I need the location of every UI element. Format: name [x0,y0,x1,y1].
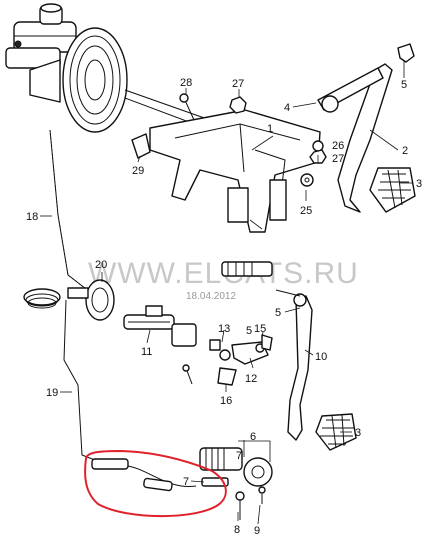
hydraulic-line-19 [63,299,101,463]
leader-lines [40,60,413,525]
washer-9 [258,486,266,504]
part-labels: 1 2 3 3 4 5 5 5 6 7 7 8 9 10 11 12 13 15… [26,77,422,537]
part-label-7-lower: 7 [183,476,189,488]
part-label-3-top: 3 [416,178,422,190]
clip-15 [261,334,273,351]
part-label-7-upper: 7 [236,450,242,462]
part-label-3-bottom: 3 [355,427,361,439]
brake-pedal [317,63,393,213]
bracket-16 [217,367,237,386]
master-cylinder-11 [123,305,197,347]
part-label-16: 16 [220,395,232,407]
part-label-10: 10 [315,351,327,363]
part-label-4: 4 [284,102,290,114]
hose-highlight [84,449,227,518]
nut-27-top [229,96,247,114]
bolt-9-upper [182,364,193,385]
part-label-5-clip: 5 [246,325,252,337]
clip-5-top [397,43,415,63]
clutch-pedal-pad [315,413,357,451]
hydraulic-line-18 [49,129,91,293]
spring-washer-25 [300,173,314,187]
bracket-12 [231,341,269,365]
part-label-12: 12 [245,373,257,385]
clutch-pedal-10 [275,289,313,441]
part-label-8: 8 [234,524,240,536]
part-label-2: 2 [402,145,408,157]
bracket-bolt-28 [179,93,195,121]
part-label-11: 11 [141,346,152,358]
watermark-date: 18.04.2012 [186,291,236,302]
part-label-6: 6 [250,431,256,443]
part-label-18: 18 [26,211,38,223]
part-label-20: 20 [95,259,107,271]
clutch-actuator-13 [209,339,231,361]
spring-cylinder [221,261,273,277]
hose-coil [23,288,61,309]
part-label-28: 28 [180,77,192,89]
part-label-27-side: 27 [332,153,344,165]
part-label-25: 25 [300,205,312,217]
part-label-27-top: 27 [232,78,244,90]
bolt-8 [235,491,245,520]
part-label-5-pedal: 5 [275,307,281,319]
part-label-9: 9 [254,525,260,537]
clutch-hose [91,458,197,492]
part-label-19: 19 [46,387,58,399]
part-label-26: 26 [332,140,344,152]
part-label-1: 1 [267,123,273,135]
slave-cylinder-6 [199,447,273,487]
part-label-13: 13 [218,323,230,335]
clip-29 [131,133,151,159]
part-label-15: 15 [254,323,266,335]
part-label-5-top: 5 [401,79,407,91]
brake-booster [29,27,211,133]
brake-pedal-pad [369,167,416,213]
part-label-29: 29 [132,165,144,177]
reservoir-20 [67,279,115,321]
pedal-bracket [149,109,321,233]
